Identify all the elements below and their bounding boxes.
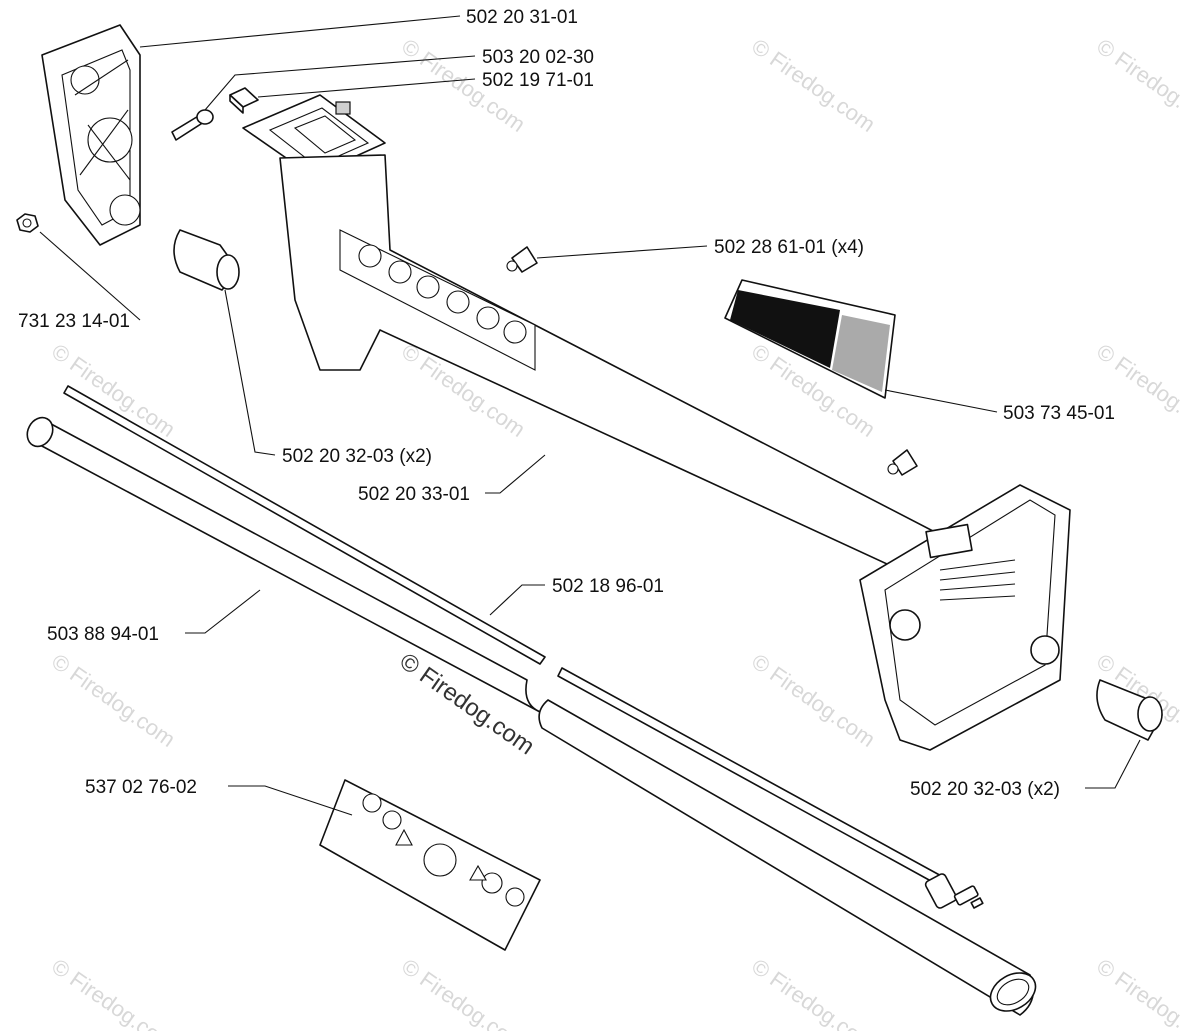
label-warning-decal: 537 02 76-02 (85, 777, 197, 798)
leader-line (257, 78, 476, 98)
brand-decal-part (724, 279, 896, 399)
watermark: © Firedog.com (747, 34, 880, 137)
screw-part (171, 109, 214, 141)
watermark: © Firedog.com (397, 954, 530, 1031)
leader-line (224, 289, 276, 456)
hex-nut-part (16, 213, 39, 233)
leader-line (204, 55, 476, 111)
label-loop-handle: 502 20 33-01 (358, 484, 470, 505)
square-nut-part (229, 87, 259, 114)
loop-handle-part (242, 94, 1071, 751)
leader-lines (39, 15, 1141, 816)
leader-line (884, 389, 998, 413)
label-handle-bracket: 502 20 31-01 (466, 7, 578, 28)
label-grip-cap-right: 502 20 32-03 (x2) (910, 779, 1060, 800)
leader-line (489, 584, 545, 616)
label-screw: 503 20 02-30 (482, 47, 594, 68)
grip-cap-left-part (173, 229, 240, 291)
label-brand-decal: 503 73 45-01 (1003, 403, 1115, 424)
handle-bracket-part (41, 24, 141, 246)
cable-clip-part (506, 246, 918, 476)
label-shaft-tube: 503 88 94-01 (47, 624, 159, 645)
leader-line (228, 785, 353, 816)
watermark: © Firedog.com (1092, 34, 1180, 137)
watermark: © Firedog.com (47, 649, 180, 752)
warning-decal-part (319, 779, 541, 951)
leader-line (185, 589, 261, 634)
leader-line (1085, 739, 1141, 789)
watermark: © Firedog.com (1092, 954, 1180, 1031)
label-cable-clip: 502 28 61-01 (x4) (714, 237, 864, 258)
part-labels: 502 20 31-01 503 20 02-30 502 19 71-01 5… (18, 7, 1115, 800)
shaft-tube-part (26, 416, 1037, 1016)
watermark: © Firedog.com (747, 954, 880, 1031)
leader-line (485, 454, 546, 494)
label-square-nut: 502 19 71-01 (482, 70, 594, 91)
leader-line (39, 231, 141, 321)
watermark: © Firedog.com (47, 954, 180, 1031)
label-grip-cap-left: 502 20 32-03 (x2) (282, 446, 432, 467)
drive-shaft-part (63, 385, 984, 909)
label-drive-shaft: 502 18 96-01 (552, 576, 664, 597)
leader-line (139, 15, 461, 48)
leader-line (536, 245, 708, 259)
label-hex-nut: 731 23 14-01 (18, 311, 130, 332)
watermark: © Firedog.com (1092, 339, 1180, 442)
grip-cap-right-part (1096, 679, 1163, 741)
watermark: © Firedog.com (747, 649, 880, 752)
